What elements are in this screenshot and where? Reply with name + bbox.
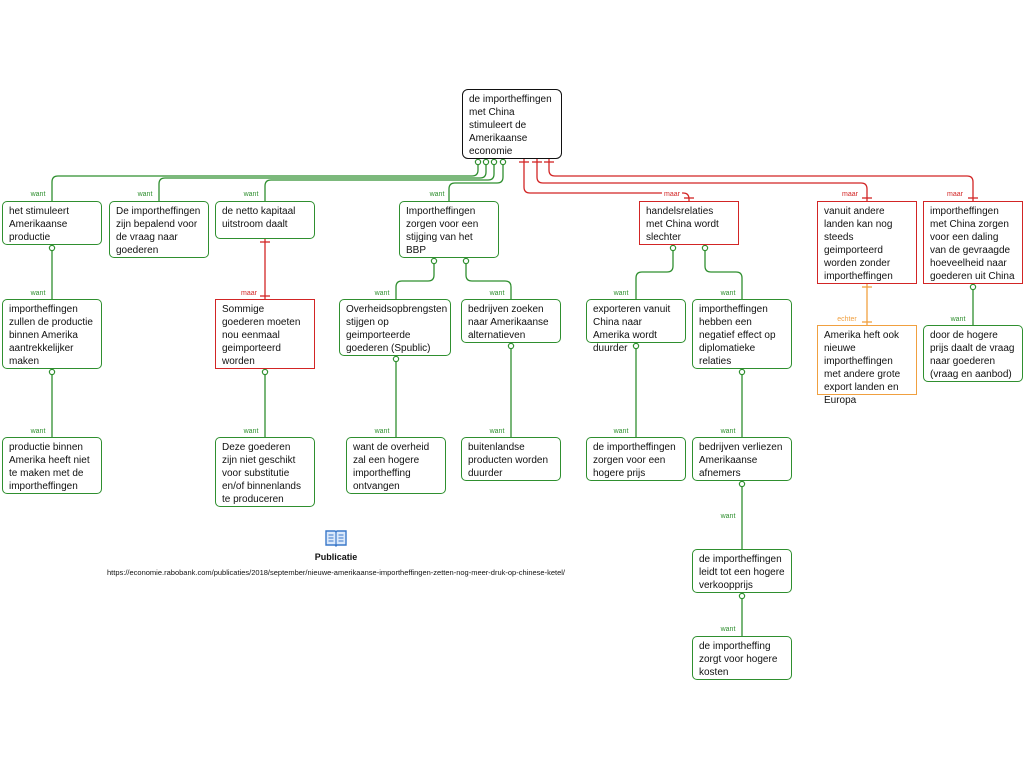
edge-label: want (718, 626, 738, 634)
connector-dot (462, 257, 470, 265)
node-n5b3[interactable]: de importheffing zorgt voor hogere koste… (692, 636, 792, 680)
connector-dot (738, 368, 746, 376)
node-n4[interactable]: Importheffingen zorgen voor een stijging… (399, 201, 499, 258)
connector-dot (701, 244, 709, 252)
node-n7a[interactable]: door de hogere prijs daalt de vraag naar… (923, 325, 1023, 382)
edge-label: want (241, 428, 261, 436)
connector-dot (499, 158, 507, 166)
edge-label: want (487, 428, 507, 436)
edge-label: want (28, 428, 48, 436)
edge-label: want (135, 191, 155, 199)
node-n5b[interactable]: importheffingen hebben een negatief effe… (692, 299, 792, 369)
edge-label: maar (945, 191, 965, 199)
publication-link[interactable]: https://economie.rabobank.com/publicatie… (106, 568, 566, 577)
node-n3[interactable]: de netto kapitaal uitstroom daalt (215, 201, 315, 239)
edge-label: want (948, 316, 968, 324)
edge-label: echter (835, 316, 859, 324)
node-n5a1[interactable]: de importheffingen zorgen voor een hoger… (586, 437, 686, 481)
node-n6[interactable]: vanuit andere landen kan nog steeds geim… (817, 201, 917, 284)
edge-root-pro-0 (51, 159, 479, 201)
edge-label: want (487, 290, 507, 298)
connector-dot (490, 158, 498, 166)
edge-n5-pro-0 (635, 245, 674, 299)
node-n1[interactable]: het stimuleert Amerikaanse productie (2, 201, 102, 245)
node-n2[interactable]: De importheffingen zijn bepalend voor de… (109, 201, 209, 258)
edge-label: want (28, 290, 48, 298)
edge-root-pro-1 (158, 159, 487, 201)
connector-dot (507, 342, 515, 350)
edge-label: want (241, 191, 261, 199)
connector-dot (48, 244, 56, 252)
node-n1a[interactable]: importheffingen zullen de productie binn… (2, 299, 102, 369)
connector-dot (632, 342, 640, 350)
connector-dot (969, 283, 977, 291)
edge-label: want (427, 191, 447, 199)
edge-label: want (372, 290, 392, 298)
node-root[interactable]: de importheffingen met China stimuleert … (462, 89, 562, 159)
edge-root-pro-2 (264, 159, 495, 201)
node-n3a[interactable]: Sommige goederen moeten nou eenmaal geim… (215, 299, 315, 369)
edge-root-con-2 (548, 159, 974, 201)
connector-dot (430, 257, 438, 265)
node-n5b1[interactable]: bedrijven verliezen Amerikaanse afnemers (692, 437, 792, 481)
node-n4b[interactable]: bedrijven zoeken naar Amerikaanse altern… (461, 299, 561, 343)
node-n6a[interactable]: Amerika heft ook nieuwe importheffingen … (817, 325, 917, 406)
book-icon[interactable] (325, 529, 347, 547)
node-n5[interactable]: handelsrelaties met China wordt slechter (639, 201, 739, 245)
node-n1b[interactable]: productie binnen Amerika heeft niet te m… (2, 437, 102, 494)
edge-label: want (28, 191, 48, 199)
node-n5a[interactable]: exporteren vanuit China naar Amerika wor… (586, 299, 686, 354)
connector-dot (482, 158, 490, 166)
node-n4b1[interactable]: buitenlandse producten worden duurder (461, 437, 561, 481)
connector-dot (474, 158, 482, 166)
edge-n4-pro-0 (395, 258, 435, 299)
edge-n5-pro-1 (704, 245, 743, 299)
edge-root-con-1 (536, 159, 868, 201)
connector-dot (48, 368, 56, 376)
edge-label: maar (840, 191, 860, 199)
connector-dot (392, 355, 400, 363)
edge-label: want (718, 290, 738, 298)
edge-root-pro-3 (448, 159, 504, 201)
edge-label: want (718, 428, 738, 436)
node-n3b[interactable]: Deze goederen zijn niet geschikt voor su… (215, 437, 315, 507)
edge-label: want (611, 290, 631, 298)
node-n4a1[interactable]: want de overheid zal een hogere importhe… (346, 437, 446, 494)
connector-dot (669, 244, 677, 252)
publication-title: Publicatie (314, 552, 358, 562)
connector-dot (738, 480, 746, 488)
edge-label: want (372, 428, 392, 436)
node-n7[interactable]: importheffingen met China zorgen voor ee… (923, 201, 1023, 284)
node-n4a[interactable]: Overheidsopbrengsten stijgen op geimport… (339, 299, 451, 356)
edge-n4-pro-1 (465, 258, 512, 299)
connector-dot (261, 368, 269, 376)
edge-label: maar (662, 191, 682, 199)
connector-dot (738, 592, 746, 600)
edge-label: want (718, 513, 738, 521)
edge-label: want (611, 428, 631, 436)
edge-label: maar (239, 290, 259, 298)
node-n5b2[interactable]: de importheffingen leidt tot een hogere … (692, 549, 792, 593)
edge-root-con-0 (523, 159, 690, 201)
